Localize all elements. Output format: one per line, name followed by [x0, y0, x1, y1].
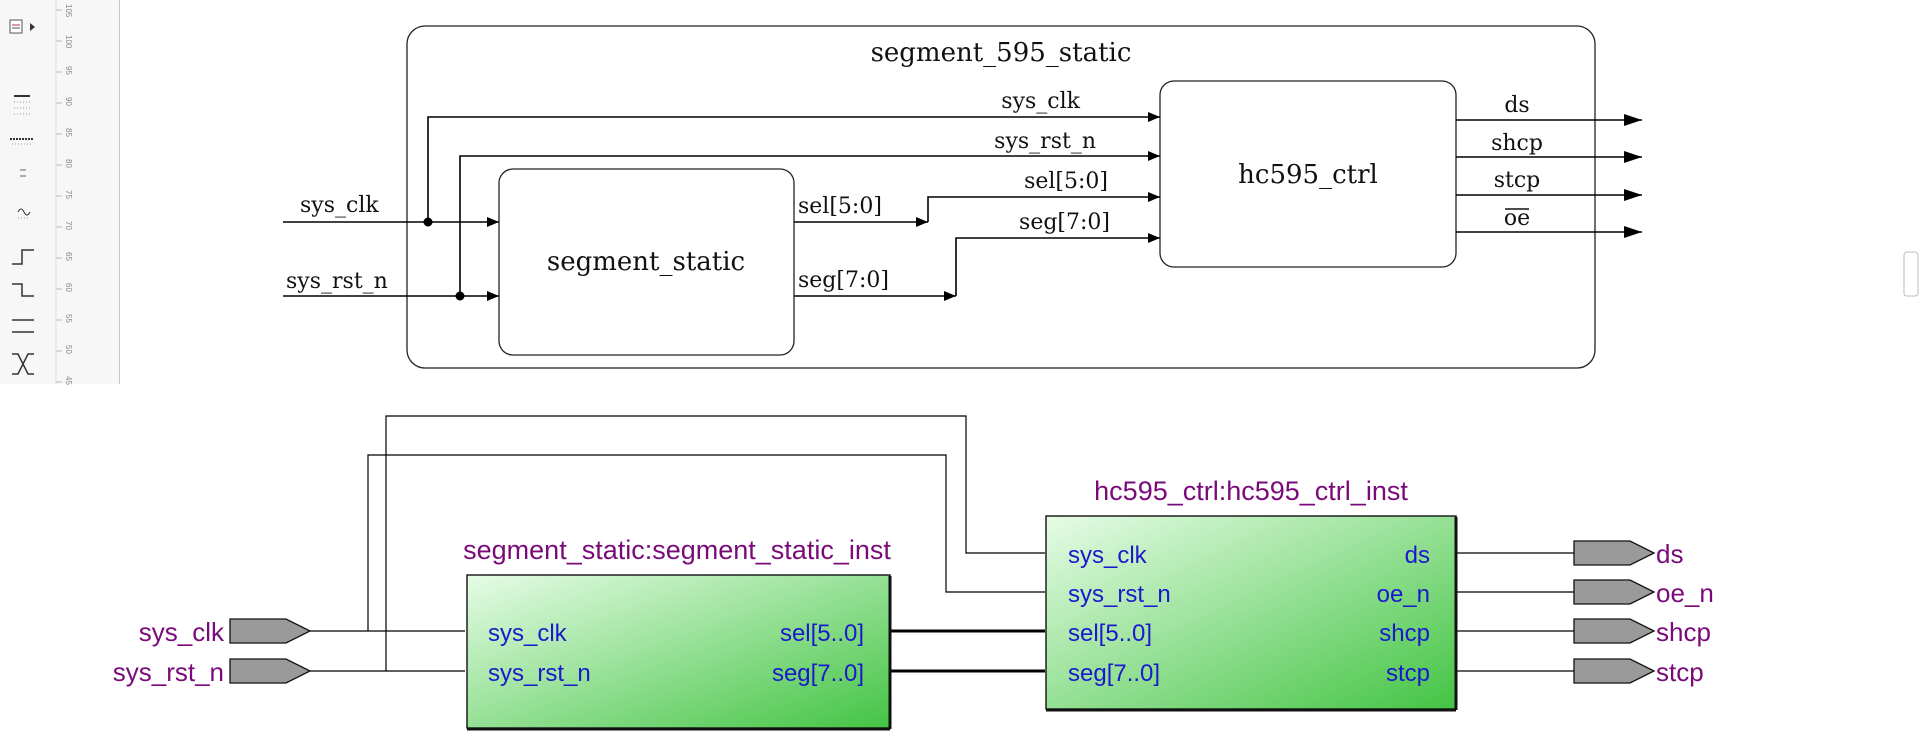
falling-edge-icon[interactable] — [12, 283, 34, 297]
inner-output-label-sel: sel[5:0] — [798, 194, 882, 219]
rtl-block2-port-sel: sel[5..0] — [1068, 620, 1152, 647]
ctrl-input-label-seg: seg[7:0] — [1019, 210, 1110, 235]
output-pin-shcp[interactable] — [1573, 618, 1656, 644]
rtl-block2-port-sys-clk: sys_clk — [1068, 542, 1148, 569]
input-pin-sys-clk[interactable] — [229, 618, 312, 644]
wave-icon[interactable] — [17, 208, 31, 219]
ruler-tick-label: 85 — [64, 128, 73, 137]
output-pin-oe-n[interactable] — [1573, 579, 1656, 605]
rtl-block1-port-sel: sel[5..0] — [780, 620, 864, 647]
inner-module-block — [498, 168, 795, 356]
dotted-bar-icon[interactable] — [10, 95, 34, 177]
input-label-sys-rst-n: sys_rst_n — [286, 269, 388, 294]
ruler-tick-label: 45 — [64, 376, 73, 385]
rtl-block1-port-sys-rst-n: sys_rst_n — [488, 660, 591, 687]
rtl-block2-port-ds: ds — [1405, 542, 1430, 569]
right-scrollbar[interactable] — [1903, 251, 1919, 297]
ruler-tick-label: 95 — [64, 66, 73, 75]
rtl-input-label-sys-rst-n: sys_rst_n — [113, 657, 224, 687]
ctrl-input-label-sys-rst-n: sys_rst_n — [994, 129, 1096, 154]
rtl-block2-port-sys-rst-n: sys_rst_n — [1068, 581, 1171, 608]
output-pin-ds[interactable] — [1573, 540, 1656, 566]
ruler-tick-label: 90 — [64, 97, 73, 106]
rtl-input-label-sys-clk: sys_clk — [139, 617, 225, 647]
ruler-tick-label: 70 — [64, 221, 73, 230]
ruler-tick-label: 65 — [64, 252, 73, 261]
inner-module-label: segment_static — [547, 247, 745, 277]
rtl-block1-port-sys-clk: sys_clk — [488, 620, 568, 647]
ctrl-module-label: hc595_ctrl — [1238, 160, 1378, 190]
top-block-diagram: segment_595_static segment_static hc595_… — [283, 25, 1642, 369]
rtl-block1-title: segment_static:segment_static_inst — [463, 535, 891, 565]
rtl-block2[interactable] — [1045, 515, 1457, 710]
page-icon[interactable] — [9, 19, 35, 34]
ctrl-output-label-oe: oe — [1504, 206, 1530, 231]
parallel-lines-icon[interactable] — [12, 319, 34, 333]
input-pin-sys-rst-n[interactable] — [229, 658, 312, 684]
ruler-tick-label: 50 — [64, 345, 73, 354]
rtl-output-label-stcp: stcp — [1656, 657, 1704, 687]
rtl-output-label-shcp: shcp — [1656, 617, 1711, 647]
rtl-block2-port-stcp: stcp — [1386, 660, 1430, 687]
rising-edge-icon[interactable] — [12, 249, 34, 265]
inner-output-label-seg: seg[7:0] — [798, 268, 889, 293]
input-label-sys-clk: sys_clk — [300, 193, 379, 218]
output-pin-stcp[interactable] — [1573, 658, 1656, 684]
ctrl-output-label-shcp: shcp — [1491, 131, 1543, 156]
ruler-tick-label: 75 — [64, 190, 73, 199]
bus-crossover-icon[interactable] — [12, 353, 34, 375]
left-toolbar — [0, 0, 120, 384]
rtl-schematic: sys_clk sys_rst_n segment_static:segment… — [113, 415, 1714, 731]
rtl-block2-port-oe-n: oe_n — [1377, 581, 1430, 608]
ctrl-output-label-ds: ds — [1504, 93, 1529, 118]
rtl-block2-port-shcp: shcp — [1379, 620, 1430, 647]
rtl-block1-port-seg: seg[7..0] — [772, 660, 864, 687]
ruler-tick-label: 60 — [64, 283, 73, 292]
ctrl-input-label-sys-clk: sys_clk — [1001, 89, 1080, 114]
ctrl-output-label-stcp: stcp — [1494, 168, 1541, 193]
ruler-tick-label: 100 — [64, 35, 73, 49]
ruler-tick-label: 105 — [64, 4, 73, 18]
ruler-tick-label: 80 — [64, 159, 73, 168]
outer-module-frame — [406, 25, 1596, 369]
rtl-output-label-ds: ds — [1656, 539, 1683, 569]
ruler-tick-label: 55 — [64, 314, 73, 323]
rtl-block2-port-seg: seg[7..0] — [1068, 660, 1160, 687]
outer-module-title: segment_595_static — [871, 38, 1132, 68]
rtl-block1[interactable] — [466, 574, 891, 729]
ctrl-module-block — [1159, 80, 1457, 268]
ctrl-input-label-sel: sel[5:0] — [1024, 169, 1108, 194]
rtl-output-label-oe-n: oe_n — [1656, 578, 1714, 608]
vertical-ruler: 105 100 95 90 85 80 75 70 65 60 55 50 45 — [56, 4, 73, 385]
rtl-block2-title: hc595_ctrl:hc595_ctrl_inst — [1094, 476, 1408, 506]
